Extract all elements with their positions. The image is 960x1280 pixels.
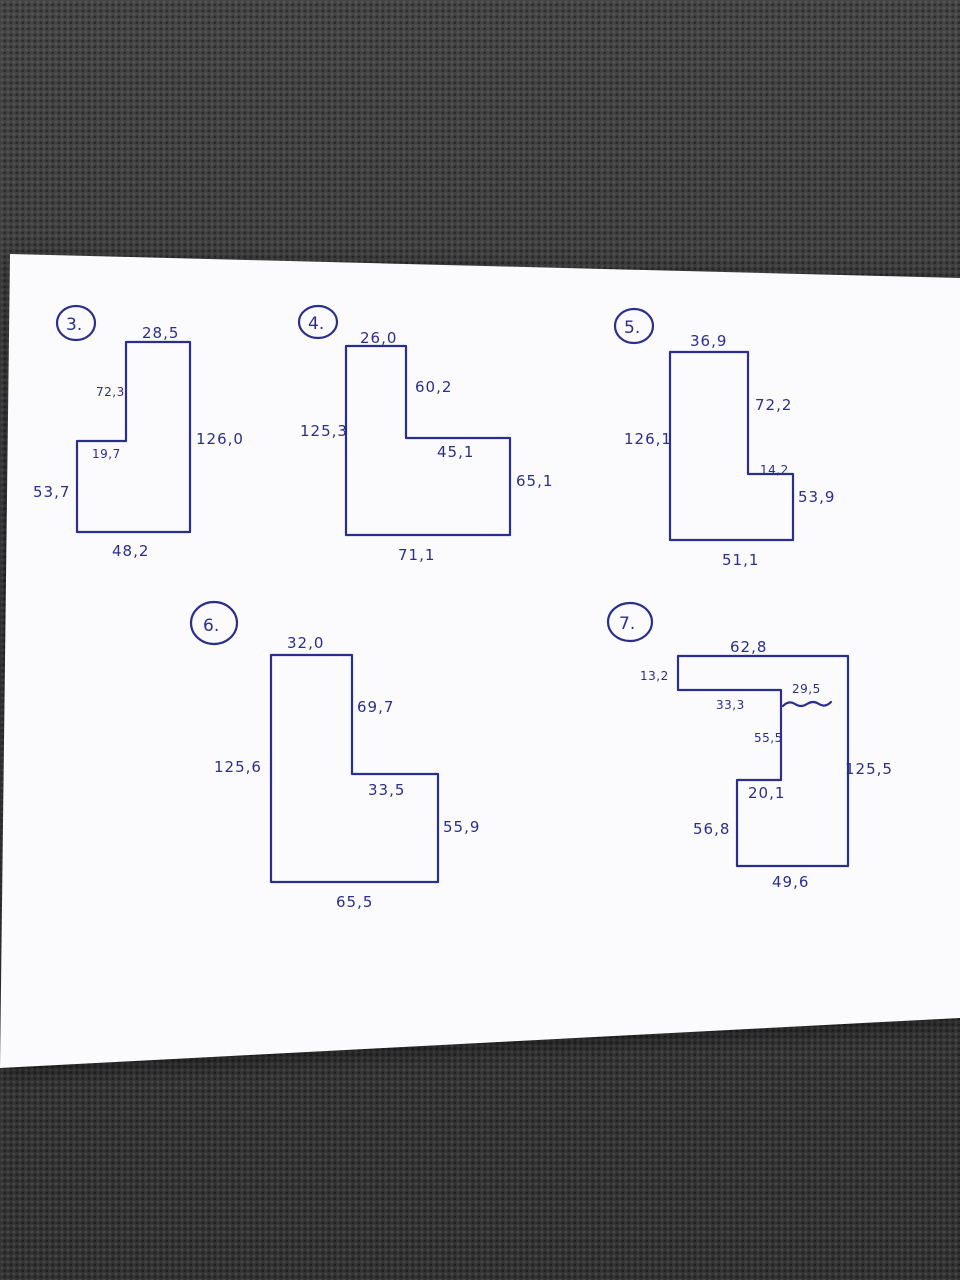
shape-4-label-3: 125,3 <box>300 422 348 440</box>
shape-3: 3. 28,5 72,3 19,7 126,0 53,7 48,2 <box>33 304 244 560</box>
shape-3-label-6: 48,2 <box>112 542 149 560</box>
paper-sheet <box>0 254 960 1068</box>
shape-4-label-5: 65,1 <box>516 472 553 490</box>
shape-3-label-4: 126,0 <box>196 430 244 448</box>
shape-3-label-5: 53,7 <box>33 483 70 501</box>
shape-7-label-7: 20,1 <box>748 784 785 802</box>
shape-7-number: 7. <box>619 614 635 634</box>
shape-5-label-2: 72,2 <box>755 396 792 414</box>
shape-5-outline <box>668 350 795 542</box>
shape-5-number-circle <box>613 307 655 345</box>
shape-3-outline <box>75 340 192 534</box>
shape-4-label-2: 60,2 <box>415 378 452 396</box>
shape-5-label-1: 36,9 <box>690 332 727 350</box>
shape-5-label-5: 53,9 <box>798 488 835 506</box>
shape-4-label-6: 71,1 <box>398 546 435 564</box>
shape-7: 7. 62,8 13,2 33,3 29,5 55,5 125,5 20,1 5… <box>606 601 893 891</box>
shape-3-number: 3. <box>66 315 82 335</box>
shape-7-outline <box>676 654 850 868</box>
shape-6-label-6: 65,5 <box>336 893 373 911</box>
shape-5: 5. 36,9 72,2 126,1 14,2 53,9 51,1 <box>613 307 835 569</box>
shape-7-label-3: 33,3 <box>716 698 745 712</box>
shape-6-label-3: 125,6 <box>214 758 262 776</box>
shape-5-label-4: 14,2 <box>760 463 789 477</box>
shape-6: 6. 32,0 69,7 125,6 33,5 55,9 65,5 <box>189 600 480 911</box>
shape-7-label-1: 62,8 <box>730 638 767 656</box>
shape-7-label-8: 56,8 <box>693 820 730 838</box>
shape-7-label-4: 29,5 <box>792 682 821 696</box>
shape-4-number-circle <box>297 304 339 340</box>
shape-7-number-circle <box>606 601 654 643</box>
shape-5-number: 5. <box>624 318 640 338</box>
shape-6-label-1: 32,0 <box>287 634 324 652</box>
shape-6-label-2: 69,7 <box>357 698 394 716</box>
shape-7-label-2: 13,2 <box>640 669 669 683</box>
shape-4-outline <box>344 344 512 537</box>
shape-5-label-3: 126,1 <box>624 430 672 448</box>
shape-6-label-5: 55,9 <box>443 818 480 836</box>
shape-3-label-1: 28,5 <box>142 324 179 342</box>
shape-6-outline <box>269 653 440 884</box>
shape-7-brace <box>781 700 833 708</box>
shape-4: 4. 26,0 60,2 125,3 45,1 65,1 71,1 <box>297 304 553 564</box>
shape-6-label-4: 33,5 <box>368 781 405 799</box>
shape-5-label-6: 51,1 <box>722 551 759 569</box>
shape-7-label-6: 125,5 <box>845 760 893 778</box>
shape-3-label-2: 72,3 <box>96 385 125 399</box>
shape-7-label-9: 49,6 <box>772 873 809 891</box>
shape-3-label-3: 19,7 <box>92 447 121 461</box>
shape-7-label-5: 55,5 <box>754 731 783 745</box>
shape-3-number-circle <box>55 304 97 342</box>
shape-6-number-circle <box>189 600 239 646</box>
shape-6-number: 6. <box>203 616 219 636</box>
shape-4-label-1: 26,0 <box>360 329 397 347</box>
shape-4-label-4: 45,1 <box>437 443 474 461</box>
shape-4-number: 4. <box>308 314 324 334</box>
